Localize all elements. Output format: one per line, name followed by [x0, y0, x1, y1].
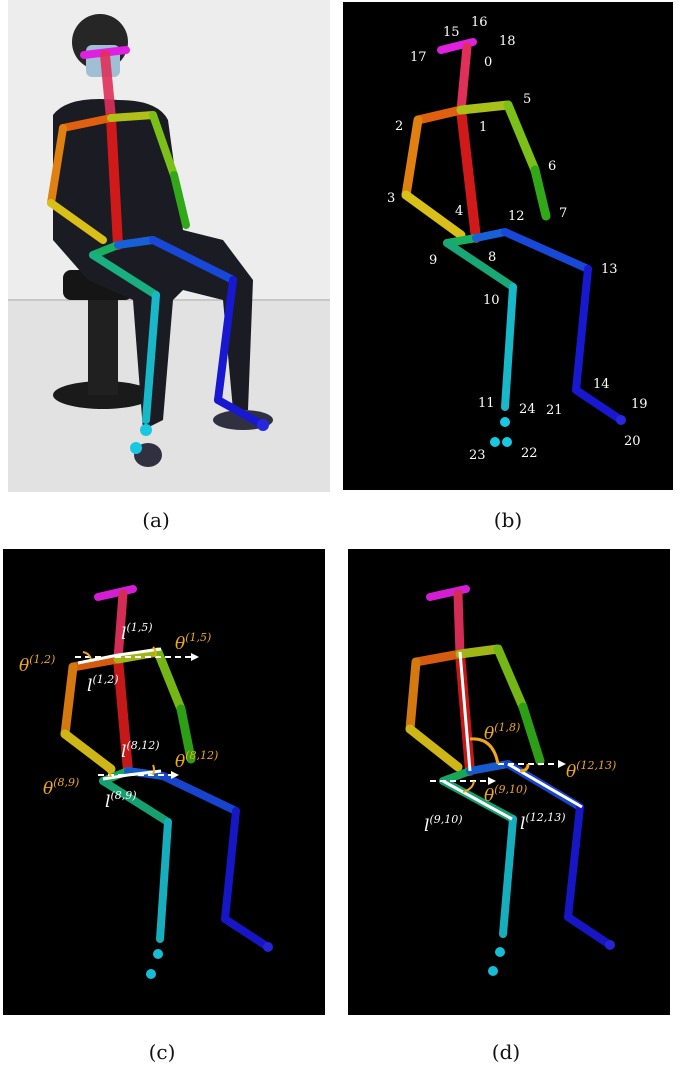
kp-label-4: 4: [455, 204, 463, 219]
angle-panel-d: θ(1,8) θ(12,13) θ(9,10) l(9,10) l(12,13): [348, 549, 670, 1015]
keypoint-panel: 0 1 2 3 4 5 6 7 8 9 10 11 12 13 14 15 16…: [343, 2, 673, 490]
label-theta-9-10: θ(9,10): [484, 783, 527, 806]
angle-panel-c: l(1,5) θ(1,5) θ(1,2) l(1,2) l(8,12) θ(8,…: [3, 549, 325, 1015]
kp-label-19: 19: [631, 397, 648, 412]
skeleton-c: l(1,5) θ(1,5) θ(1,2) l(1,2) l(8,12) θ(8,…: [19, 585, 273, 979]
label-l-12-13: l(12,13): [520, 811, 566, 834]
kp-label-6: 6: [548, 159, 556, 174]
kp-label-11: 11: [478, 396, 495, 411]
kp-label-23: 23: [469, 448, 486, 463]
kp-label-22: 22: [521, 446, 538, 461]
kp-label-24: 24: [519, 402, 536, 417]
kp-label-13: 13: [601, 262, 618, 277]
label-l-1-5: l(1,5): [121, 621, 153, 644]
kp-label-20: 20: [624, 434, 641, 449]
kp-label-1: 1: [479, 120, 487, 135]
label-l-8-9: l(8,9): [105, 789, 137, 812]
photo-skeleton: [47, 46, 269, 454]
label-theta-1-2: θ(1,2): [19, 653, 55, 676]
photo-panel: [8, 0, 330, 492]
label-theta-8-12: θ(8,12): [175, 749, 218, 772]
vectors-d: [430, 651, 583, 821]
kp-label-16: 16: [471, 15, 488, 30]
caption-b: (b): [493, 508, 523, 532]
label-l-1-2: l(1,2): [87, 673, 119, 696]
kp-label-5: 5: [523, 92, 531, 107]
caption-c: (c): [148, 1040, 176, 1064]
kp-label-0: 0: [484, 55, 492, 70]
label-theta-1-8: θ(1,8): [484, 721, 520, 744]
photo-illustration: [8, 0, 330, 492]
labels-c: l(1,5) θ(1,5) θ(1,2) l(1,2) l(8,12) θ(8,…: [19, 621, 218, 812]
kp-label-2: 2: [395, 119, 403, 134]
label-theta-1-5: θ(1,5): [175, 631, 211, 654]
label-l-8-12: l(8,12): [121, 739, 160, 762]
kp-label-17: 17: [410, 50, 427, 65]
label-theta-12-13: θ(12,13): [566, 759, 616, 782]
label-l-9-10: l(9,10): [424, 813, 463, 836]
caption-d: (d): [491, 1040, 521, 1064]
label-theta-8-9: θ(8,9): [43, 776, 79, 799]
caption-a: (a): [142, 508, 170, 532]
kp-label-15: 15: [443, 25, 460, 40]
kp-label-14: 14: [593, 377, 610, 392]
labels-d: θ(1,8) θ(12,13) θ(9,10) l(9,10) l(12,13): [424, 721, 616, 836]
kp-label-3: 3: [387, 191, 395, 206]
kp-label-9: 9: [429, 253, 437, 268]
kp-label-21: 21: [546, 403, 563, 418]
skeleton-b: 0 1 2 3 4 5 6 7 8 9 10 11 12 13 14 15 16…: [387, 15, 648, 463]
vectors-c: [75, 646, 199, 781]
kp-label-7: 7: [559, 206, 567, 221]
person-body: [53, 99, 253, 430]
skeleton-d: θ(1,8) θ(12,13) θ(9,10) l(9,10) l(12,13): [405, 585, 616, 976]
kp-label-8: 8: [488, 250, 496, 265]
kp-label-18: 18: [499, 34, 516, 49]
kp-label-12: 12: [508, 209, 525, 224]
kp-label-10: 10: [483, 293, 500, 308]
